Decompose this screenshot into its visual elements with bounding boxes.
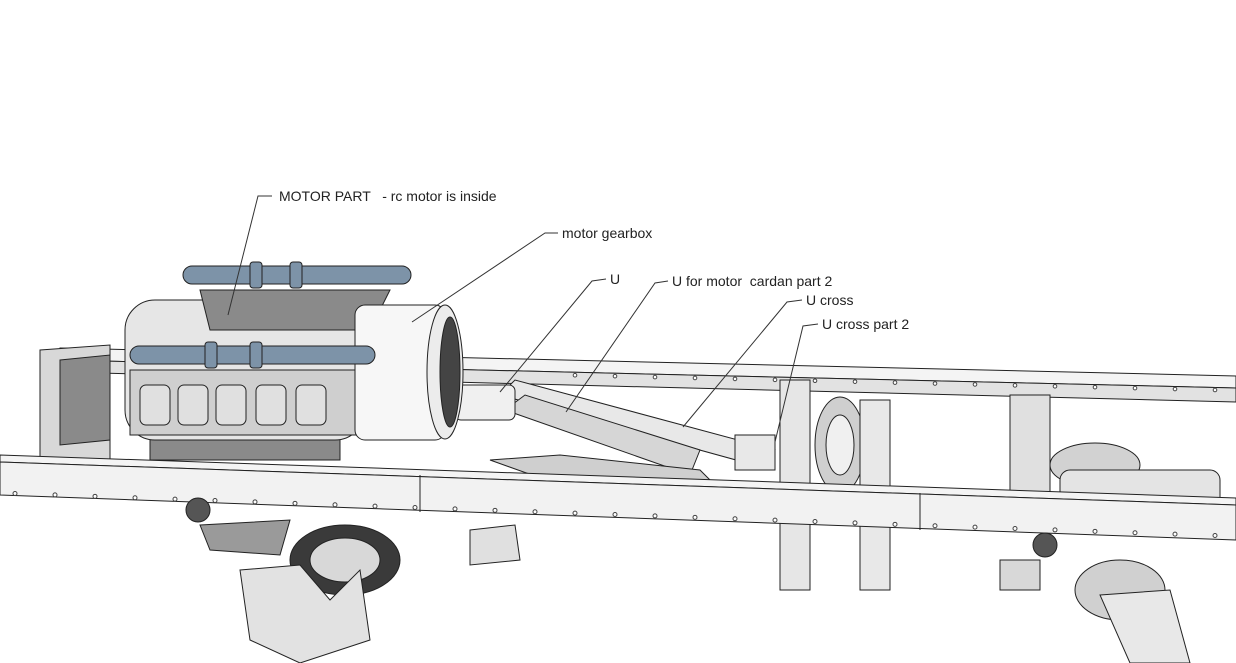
rivet-hole: [1132, 385, 1138, 391]
rivet-hole: [92, 493, 98, 499]
rivet-hole: [692, 375, 698, 381]
rivet-hole: [932, 523, 938, 529]
rivet-hole: [252, 499, 258, 505]
rivet-hole: [612, 512, 618, 518]
rivet-hole: [772, 517, 778, 523]
rivet-hole: [1132, 530, 1138, 536]
rivet-hole: [892, 521, 898, 527]
rivet-hole: [1212, 387, 1218, 393]
rivet-hole: [692, 514, 698, 520]
rivet-hole: [1052, 527, 1058, 533]
rivet-hole: [852, 520, 858, 526]
label-motor-part: MOTOR PART - rc motor is inside: [279, 188, 497, 204]
rivet-hole: [1092, 528, 1098, 534]
rivet-hole: [892, 380, 898, 385]
frame-holes: [12, 372, 1218, 539]
rivet-hole: [572, 510, 578, 516]
rivet-hole: [1212, 533, 1218, 539]
rivet-hole: [332, 502, 338, 508]
rivet-hole: [212, 498, 218, 504]
rivet-hole: [972, 524, 978, 530]
rivet-hole: [12, 491, 18, 497]
motor-gearbox: [354, 304, 464, 441]
rivet-hole: [132, 495, 138, 501]
rivet-hole: [452, 506, 458, 512]
rivet-hole: [772, 377, 778, 383]
front-hub: [199, 519, 521, 663]
label-u-cross-part2: U cross part 2: [822, 316, 910, 332]
rivet-hole: [372, 503, 378, 509]
rivet-hole: [652, 513, 658, 519]
rivet-hole: [852, 379, 858, 384]
rivet-hole: [1092, 384, 1098, 390]
rivet-hole: [52, 492, 58, 498]
rivet-hole: [972, 382, 978, 387]
label-u-cross: U cross: [806, 292, 854, 308]
intake-tubes: [129, 261, 412, 369]
rivet-hole: [412, 505, 418, 511]
rivet-hole: [532, 509, 538, 515]
label-motor-gearbox: motor gearbox: [562, 225, 653, 241]
rivet-hole: [732, 516, 738, 522]
motor-part: [124, 289, 391, 461]
rivet-hole: [1172, 386, 1178, 392]
rivet-hole: [652, 374, 658, 380]
rivet-hole: [612, 373, 618, 379]
front-frame-rail: [0, 454, 1236, 558]
rivet-hole: [812, 519, 818, 525]
rivet-hole: [492, 507, 498, 513]
rivet-hole: [572, 372, 578, 378]
rivet-hole: [812, 378, 818, 384]
rivet-hole: [292, 500, 298, 506]
rivet-hole: [1012, 526, 1018, 532]
rivet-hole: [1012, 383, 1018, 388]
rivet-hole: [732, 376, 738, 382]
label-u: U: [610, 271, 621, 287]
rivet-hole: [932, 381, 938, 386]
rivet-hole: [1052, 383, 1058, 389]
rivet-hole: [1172, 531, 1178, 537]
leader-lines: [227, 195, 819, 443]
rivet-hole: [172, 496, 178, 502]
label-u-cardan: U for motor cardan part 2: [672, 273, 833, 289]
